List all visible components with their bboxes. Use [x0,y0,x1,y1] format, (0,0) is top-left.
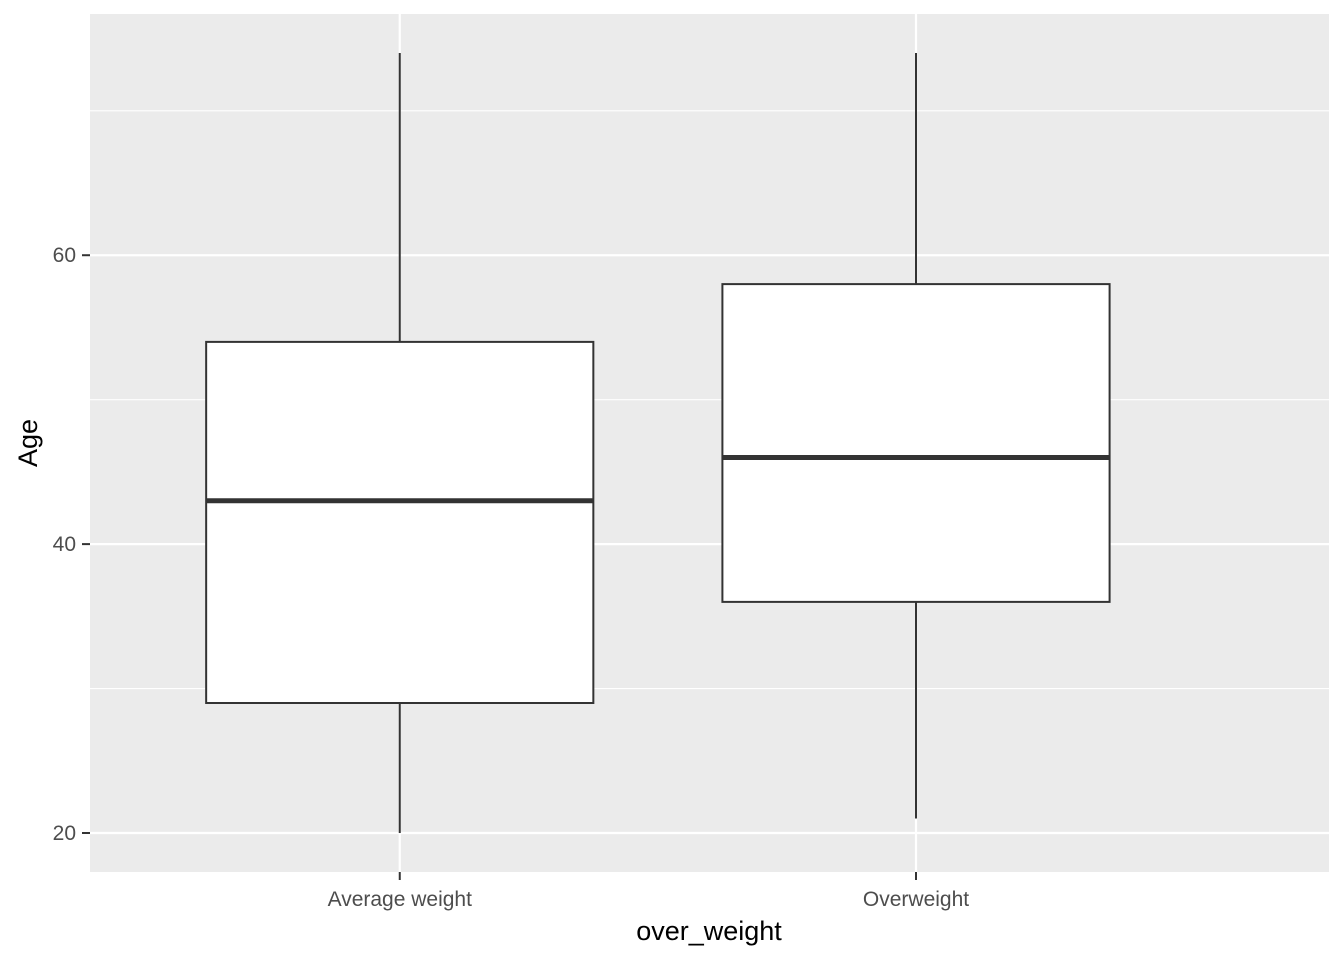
x-tick-label: Overweight [863,888,969,911]
y-axis-title: Age [13,419,43,467]
box-group [721,53,1111,819]
box-iqr [721,283,1111,603]
y-tick-label: 20 [53,822,76,845]
x-axis: Average weight Overweight [328,872,969,911]
x-axis-title: over_weight [636,916,782,946]
boxes [205,53,1111,833]
x-tick-label: Average weight [328,888,473,911]
y-tick-label: 60 [53,244,76,267]
box-iqr [205,340,595,704]
box-group [205,53,595,833]
y-tick-label: 40 [53,533,76,556]
y-axis: 20 40 60 [53,244,90,845]
